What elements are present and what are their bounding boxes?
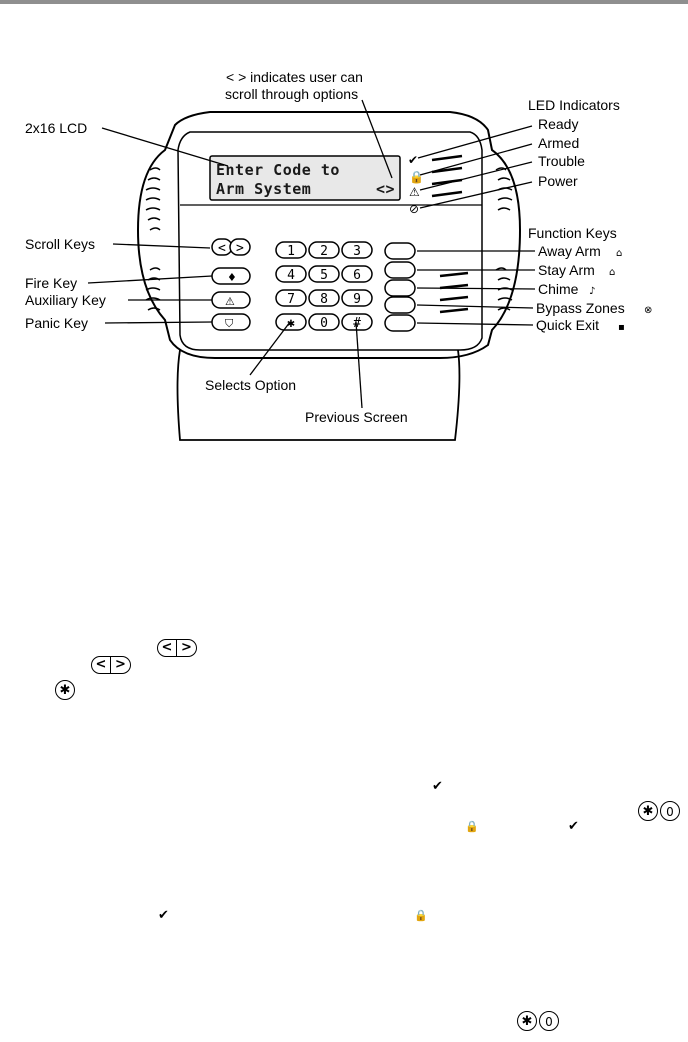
- function-keys-title: Function Keys: [528, 225, 617, 241]
- function-keys: [384, 242, 416, 332]
- star-key-glyph-1: ✱: [55, 680, 75, 700]
- previous-screen-label: Previous Screen: [305, 409, 408, 425]
- stay-arm-key[interactable]: [384, 261, 416, 279]
- scroll-keys-label: Scroll Keys: [25, 236, 95, 252]
- key-1[interactable]: [275, 241, 307, 259]
- keypad-diagram: Enter Code to Arm System <> ✔ 🔒 ⚠ ⊘ < > …: [25, 69, 652, 441]
- key-0[interactable]: [308, 313, 340, 331]
- scroll-right-glyph: >: [177, 639, 197, 657]
- key-8-label: 8: [320, 292, 328, 307]
- key-2-label: 2: [320, 244, 328, 259]
- panic-shield-icon: ⛉: [225, 317, 234, 330]
- fire-key-label: Fire Key: [25, 275, 77, 291]
- led-ready-label: Ready: [538, 116, 578, 132]
- scroll-left-glyph: <: [157, 639, 177, 657]
- lock-icon-1: 🔒: [465, 820, 479, 833]
- led-icons: ✔ 🔒 ⚠ ⊘: [408, 153, 424, 216]
- star-key-glyph-2: ✱: [638, 801, 658, 821]
- lcd-line-1: Enter Code to: [216, 161, 340, 179]
- key-3-label: 3: [353, 244, 361, 259]
- lock-icon-2: 🔒: [414, 909, 428, 922]
- scroll-note-line-1: < > indicates user can: [226, 69, 363, 85]
- key-7[interactable]: [275, 289, 307, 307]
- scroll-left-key[interactable]: <: [218, 241, 226, 256]
- quick-exit-label: Quick Exit: [536, 317, 599, 333]
- panic-key-label: Panic Key: [25, 315, 88, 331]
- scroll-keys-inline-1: < >: [157, 639, 197, 657]
- scroll-left-glyph-2: <: [91, 656, 111, 674]
- fire-icon: ♦: [227, 271, 237, 284]
- ready-check-icon: ✔: [408, 153, 418, 167]
- key-hash-label: #: [353, 316, 361, 331]
- top-rule: [0, 0, 688, 4]
- stay-arm-label: Stay Arm: [538, 262, 595, 278]
- auxiliary-warning-icon: ⚠: [225, 295, 235, 308]
- key-4[interactable]: [275, 265, 307, 283]
- chime-key[interactable]: [384, 279, 416, 297]
- led-trouble-label: Trouble: [538, 153, 585, 169]
- key-0-label: 0: [320, 316, 328, 331]
- zero-key-glyph-1: 0: [660, 801, 680, 821]
- selects-option-label: Selects Option: [205, 377, 296, 393]
- key-3[interactable]: [341, 241, 373, 259]
- lcd-scroll-symbol: <>: [376, 180, 395, 198]
- scroll-right-glyph-2: >: [111, 656, 131, 674]
- scroll-keys-inline-2: < >: [91, 656, 131, 674]
- power-icon: ⊘: [409, 202, 419, 216]
- check-icon-2: ✔: [568, 819, 579, 834]
- trouble-warning-icon: ⚠: [409, 185, 420, 199]
- armed-lock-icon: 🔒: [409, 170, 424, 184]
- key-9-label: 9: [353, 292, 361, 307]
- led-power-label: Power: [538, 173, 578, 189]
- chime-bell-icon: ♪: [589, 286, 595, 297]
- away-arm-key[interactable]: [384, 242, 416, 260]
- key-4-label: 4: [287, 268, 295, 283]
- key-7-label: 7: [287, 292, 295, 307]
- auxiliary-key-label: Auxiliary Key: [25, 292, 106, 308]
- lcd-screen: [209, 155, 401, 201]
- leader-lines: [87, 99, 536, 409]
- quick-exit-key[interactable]: [384, 314, 416, 332]
- away-arm-label: Away Arm: [538, 243, 601, 259]
- led-armed-label: Armed: [538, 135, 579, 151]
- bypass-zones-key[interactable]: [384, 296, 416, 314]
- key-6-label: 6: [353, 268, 361, 283]
- key-star-label: ✱: [287, 316, 295, 331]
- key-8[interactable]: [308, 289, 340, 307]
- key-5-label: 5: [320, 268, 328, 283]
- key-star[interactable]: [275, 313, 307, 331]
- scroll-right-key[interactable]: >: [236, 241, 244, 256]
- lcd-label: 2x16 LCD: [25, 120, 87, 136]
- speaker-grilles: [145, 154, 513, 314]
- chime-label: Chime: [538, 281, 579, 297]
- bypass-zones-label: Bypass Zones: [536, 300, 625, 316]
- scroll-note-line-2: scroll through options: [225, 86, 358, 102]
- number-keypad: [275, 241, 373, 331]
- stay-arm-icon: ⌂: [609, 267, 615, 278]
- key-2[interactable]: [308, 241, 340, 259]
- scroll-key-pair[interactable]: [211, 238, 251, 256]
- key-6[interactable]: [341, 265, 373, 283]
- key-1-label: 1: [287, 244, 295, 259]
- away-arm-icon: ⌂: [616, 248, 622, 259]
- star-key-glyph-3: ✱: [517, 1011, 537, 1031]
- key-9[interactable]: [341, 289, 373, 307]
- zero-key-glyph-2: 0: [539, 1011, 559, 1031]
- check-icon-3: ✔: [158, 908, 169, 923]
- quick-exit-icon: ▪: [618, 322, 625, 333]
- bypass-icon: ⊗: [644, 305, 652, 316]
- led-indicators-title: LED Indicators: [528, 97, 620, 113]
- lcd-line-2: Arm System: [216, 180, 311, 198]
- key-5[interactable]: [308, 265, 340, 283]
- check-icon-1: ✔: [432, 779, 443, 794]
